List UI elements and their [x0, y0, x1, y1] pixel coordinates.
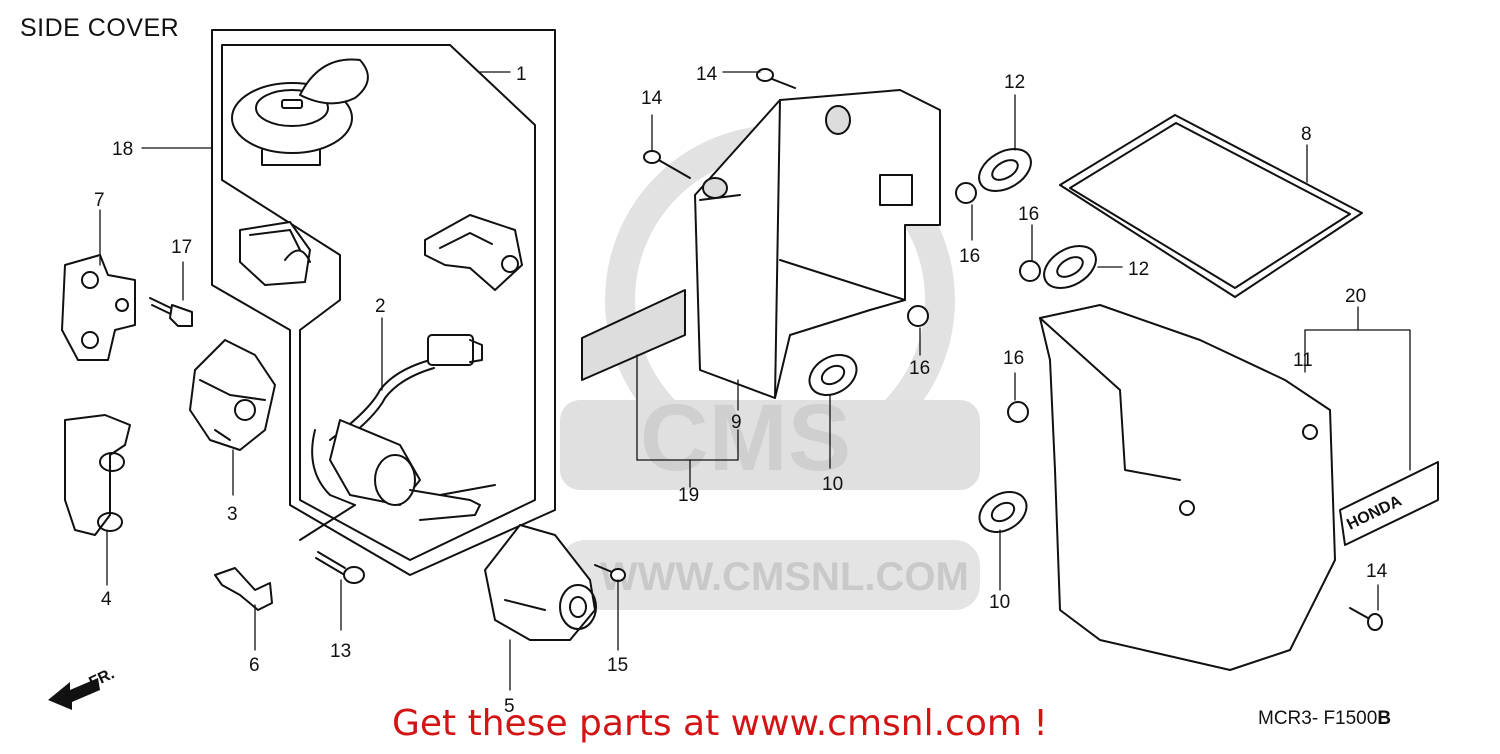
callout-10a: 10: [822, 474, 843, 495]
callout-14c: 14: [1366, 561, 1388, 582]
leader-lines: [99, 71, 1411, 691]
callout-9: 9: [731, 412, 742, 433]
part-19-label: [581, 289, 686, 381]
callouts: 1 2 3 4 5 6 7 8 9 10 10 11 12 12 13 14 1…: [94, 64, 1388, 717]
part-7-plate: [61, 254, 136, 361]
part-2-lock-harness: [299, 334, 496, 541]
watermark-brand: CMS: [640, 385, 851, 491]
callout-16a: 16: [959, 246, 980, 267]
callout-5: 5: [504, 696, 515, 717]
page-title: SIDE COVER: [20, 14, 180, 42]
callout-4: 4: [101, 589, 112, 610]
watermark: CMS WWW.CMSNL.COM: [560, 125, 980, 610]
callout-6: 6: [249, 655, 260, 676]
callout-16b: 16: [1018, 204, 1039, 225]
callout-7: 7: [94, 190, 105, 211]
watermark-url: WWW.CMSNL.COM: [600, 555, 969, 599]
part-3-switch-body: [189, 339, 276, 451]
callout-19: 19: [678, 485, 699, 506]
callout-3: 3: [227, 504, 238, 525]
callout-12b: 12: [1128, 259, 1149, 280]
part-20-emblem: HONDA: [1339, 461, 1439, 546]
drawing-code-suffix: B: [1377, 708, 1392, 729]
callout-1: 1: [516, 64, 527, 85]
callout-16c: 16: [909, 358, 930, 379]
part-17-bolt: [149, 297, 193, 327]
callout-8: 8: [1301, 124, 1312, 145]
fuel-cap: [231, 58, 369, 166]
callout-12a: 12: [1004, 72, 1025, 93]
callout-13: 13: [330, 641, 351, 662]
front-marker-label: FR.: [87, 665, 118, 691]
kit-outline-18: [211, 29, 556, 576]
lock-insert: [239, 221, 311, 286]
grommets: [808, 148, 1097, 533]
part-11-side-cover: [1039, 304, 1336, 671]
callout-14a: 14: [641, 88, 663, 109]
part-13-screw: [315, 551, 365, 584]
callout-20: 20: [1345, 286, 1366, 307]
callout-10b: 10: [989, 592, 1010, 613]
callout-14b: 14: [696, 64, 718, 85]
part-8-pad: [1059, 114, 1363, 298]
part-4-bracket: [64, 414, 131, 536]
part-9-cover-frame: [694, 89, 941, 399]
callout-15: 15: [607, 655, 628, 676]
callout-17: 17: [171, 237, 192, 258]
drawing-code: MCR3- F1500B: [1258, 708, 1391, 730]
front-arrow-icon: FR.: [48, 665, 117, 710]
kit-outline-inner: [221, 44, 536, 561]
part-14-screws: [643, 68, 1383, 631]
lock-bracket: [424, 214, 523, 291]
promo-link[interactable]: Get these parts at www.cmsnl.com !: [392, 703, 1048, 744]
callout-16d: 16: [1003, 348, 1024, 369]
callout-11: 11: [1293, 350, 1313, 371]
nuts: [907, 182, 1041, 423]
callout-18: 18: [112, 139, 133, 160]
callout-2: 2: [375, 296, 386, 317]
part-6-key: [214, 567, 273, 611]
part-5-cylinder: [484, 524, 597, 641]
drawing-code-text: MCR3- F1500: [1258, 708, 1378, 729]
